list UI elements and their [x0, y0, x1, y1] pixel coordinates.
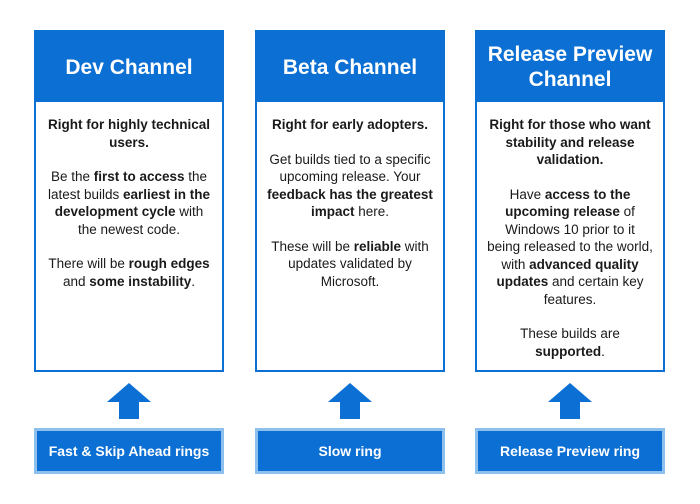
channel-title: Beta Channel	[257, 32, 443, 102]
channel-card-dev: Dev Channel Right for highly technical u…	[34, 30, 224, 372]
channel-description: Get builds tied to a specific upcoming r…	[267, 151, 433, 221]
body-text: Get builds tied to a specific upcoming r…	[269, 151, 431, 185]
emphasis-text: feedback has the greatest impact	[267, 186, 433, 220]
ring-label-slow: Slow ring	[255, 428, 445, 474]
body-text: of Windows 10 prior to it being released…	[487, 204, 653, 272]
channel-note: There will be rough edges and some insta…	[46, 255, 212, 290]
body-text: .	[601, 343, 605, 359]
ring-label-fast-skip-ahead: Fast & Skip Ahead rings	[34, 428, 224, 474]
channel-body: Right for those who want stability and r…	[477, 102, 663, 360]
channel-title: Dev Channel	[36, 32, 222, 102]
emphasis-text: access to the upcoming release	[505, 186, 631, 220]
channel-note: These will be reliable with updates vali…	[267, 238, 433, 291]
body-text: with updates validated by Microsoft.	[288, 238, 429, 289]
channel-card-release-preview: Release Preview Channel Right for those …	[475, 30, 665, 372]
arrow-up-icon	[548, 383, 592, 419]
body-text: Have	[509, 186, 545, 202]
arrow-up-icon	[107, 383, 151, 419]
body-text: These builds are	[520, 326, 620, 341]
channel-body: Right for highly technical users. Be the…	[36, 102, 222, 290]
emphasis-text: rough edges	[128, 256, 210, 271]
arrow-up-icon	[328, 383, 372, 419]
body-text: and	[62, 273, 90, 289]
emphasis-text: supported	[535, 343, 602, 359]
body-text: Be the	[50, 169, 94, 184]
emphasis-text: first to access	[93, 169, 185, 184]
channel-description: Have access to the upcoming release of W…	[487, 186, 653, 309]
body-text: here.	[354, 204, 390, 219]
body-text: There will be	[48, 256, 129, 271]
emphasis-text: advanced quality updates	[496, 256, 639, 290]
emphasis-text: some instability	[89, 273, 192, 289]
ring-label-release-preview: Release Preview ring	[475, 428, 665, 474]
channel-description: Be the first to access the latest builds…	[46, 168, 212, 238]
emphasis-text: earliest in the development cycle	[54, 186, 211, 220]
body-text: the latest builds	[47, 169, 208, 202]
body-text: .	[191, 273, 196, 289]
body-text: and certain key features.	[543, 274, 644, 307]
channel-summary: Right for early adopters.	[271, 117, 429, 132]
channel-note: These builds are supported.	[487, 325, 653, 360]
channel-title: Release Preview Channel	[477, 32, 663, 102]
body-text: These will be	[271, 238, 354, 254]
channel-summary: Right for those who want stability and r…	[489, 117, 651, 167]
body-text: with the newest code.	[77, 204, 204, 237]
channel-summary: Right for highly technical users.	[47, 117, 210, 150]
emphasis-text: reliable	[353, 238, 402, 254]
channel-card-beta: Beta Channel Right for early adopters. G…	[255, 30, 445, 372]
channel-body: Right for early adopters. Get builds tie…	[257, 102, 443, 290]
